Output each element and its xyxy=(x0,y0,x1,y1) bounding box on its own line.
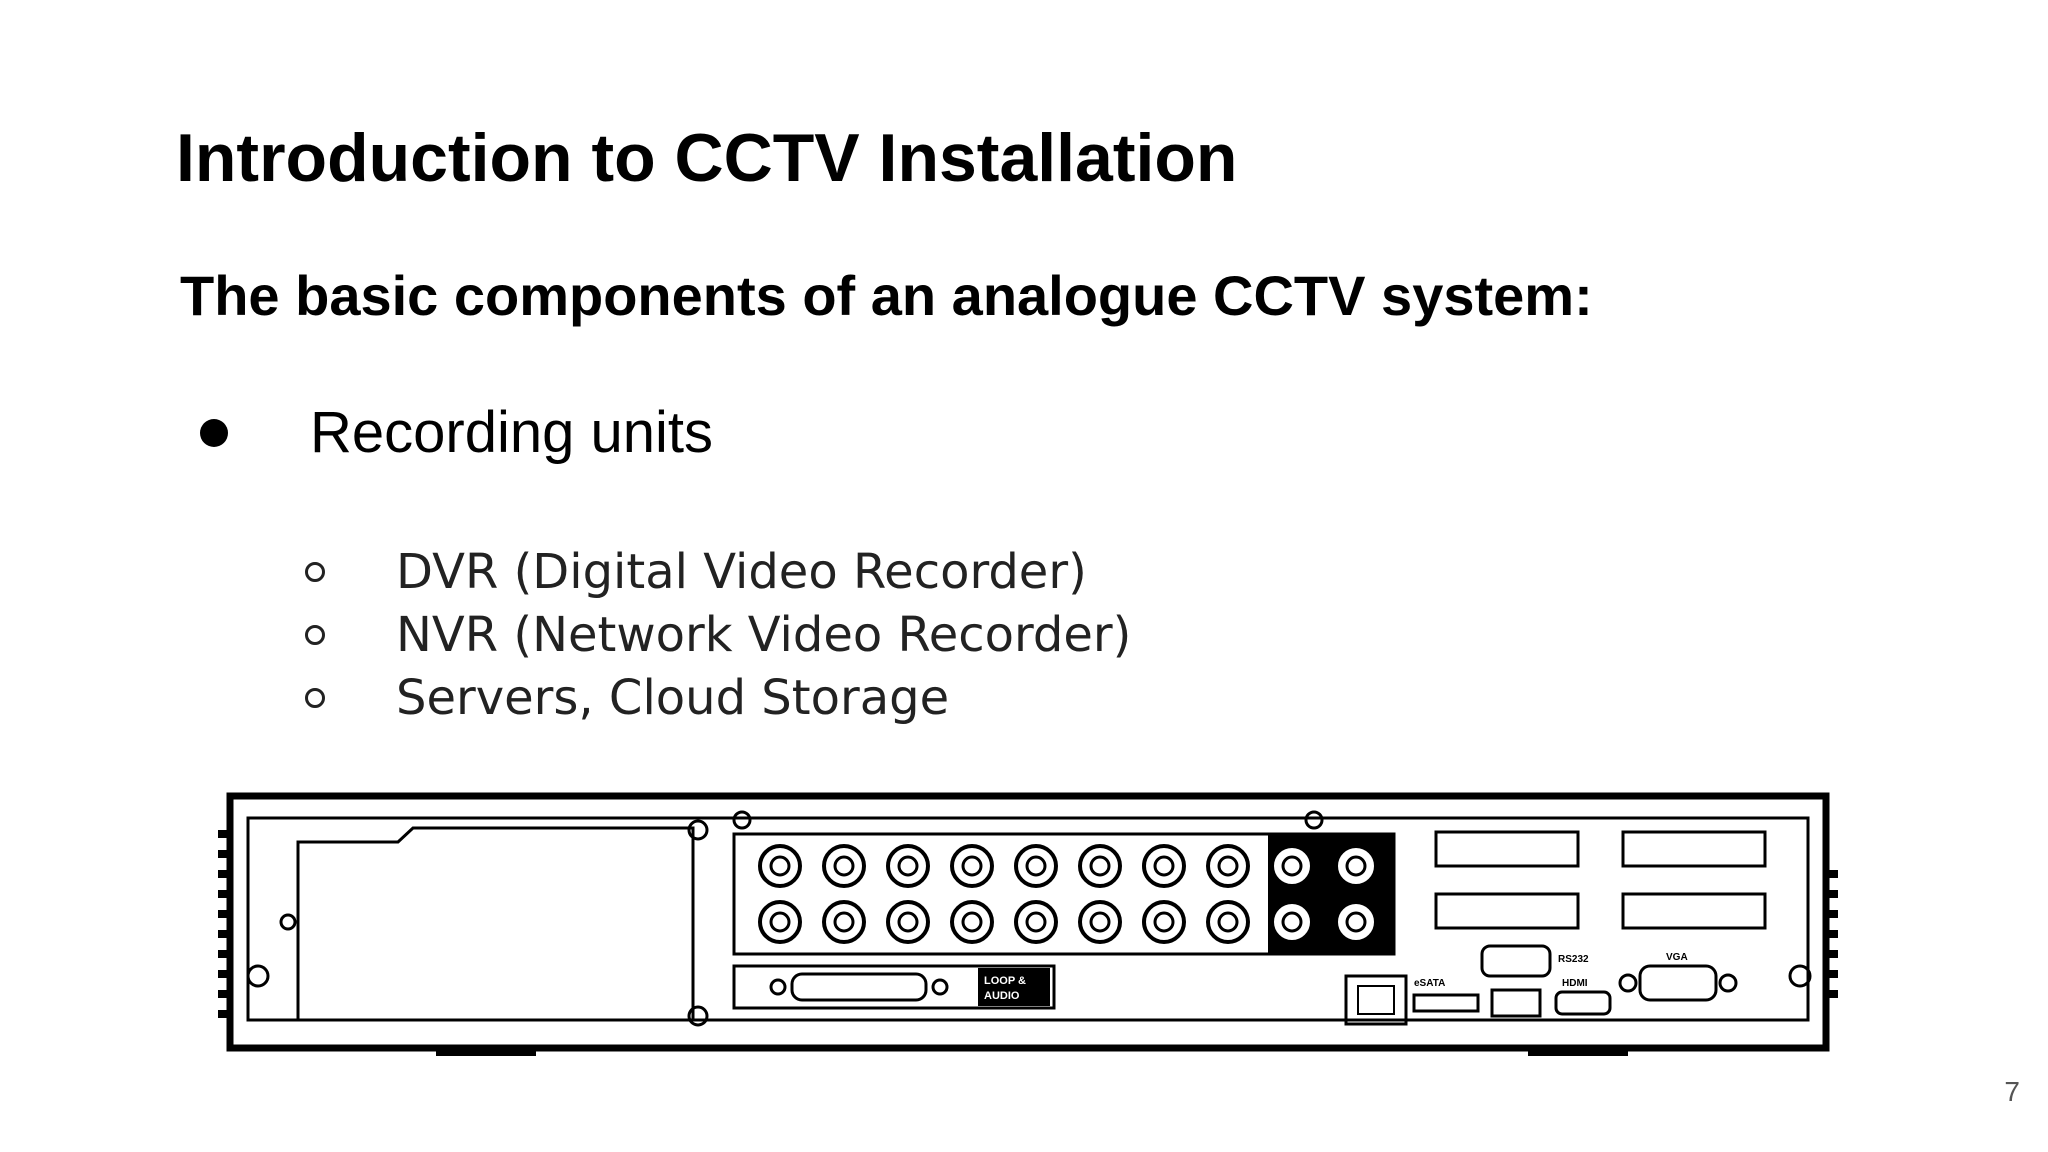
recording-units-sublist: DVR (Digital Video Recorder) NVR (Networ… xyxy=(305,540,1131,729)
vga-label: VGA xyxy=(1666,952,1688,963)
bullet-dot-icon xyxy=(200,419,228,447)
slide-title: Introduction to CCTV Installation xyxy=(176,120,1238,196)
loop-audio-label-1: LOOP & xyxy=(984,975,1026,987)
dvr-rear-panel-illustration: LOOP & AUDIO RS232 eSATA HDMI VGA xyxy=(218,792,1838,1056)
list-item-text: NVR (Network Video Recorder) xyxy=(396,606,1132,663)
bullet-text: Recording units xyxy=(310,400,713,465)
list-item: Servers, Cloud Storage xyxy=(305,666,1131,729)
loop-audio-label-2: AUDIO xyxy=(984,990,1020,1002)
list-item: DVR (Digital Video Recorder) xyxy=(305,540,1131,603)
page-number: 7 xyxy=(2004,1076,2020,1107)
list-item-text: Servers, Cloud Storage xyxy=(396,669,950,726)
list-item-text: DVR (Digital Video Recorder) xyxy=(396,543,1087,600)
hdmi-label: HDMI xyxy=(1562,978,1588,989)
esata-label: eSATA xyxy=(1414,978,1445,989)
bullet-recording-units: Recording units xyxy=(200,404,713,462)
list-item: NVR (Network Video Recorder) xyxy=(305,603,1131,666)
rs232-label: RS232 xyxy=(1558,954,1589,965)
slide-subtitle: The basic components of an analogue CCTV… xyxy=(180,264,1593,327)
ring-bullet-icon xyxy=(305,687,325,708)
ring-bullet-icon xyxy=(305,561,325,582)
ring-bullet-icon xyxy=(305,624,325,645)
